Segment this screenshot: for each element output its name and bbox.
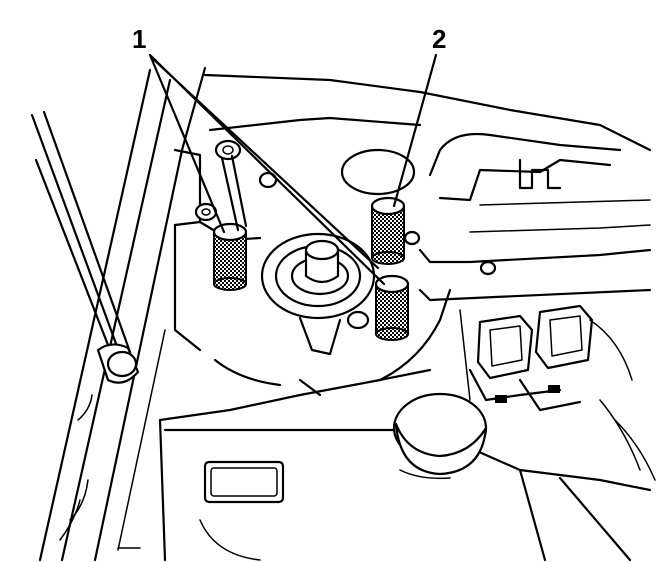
leader-2: [392, 53, 438, 208]
leader-1c: [150, 56, 380, 270]
leader-1a: [148, 53, 226, 234]
bracket-bolts: [194, 139, 248, 232]
hood-prop-rod: [30, 110, 140, 384]
leader-lines: [148, 53, 438, 286]
right-strut-nut: [374, 274, 410, 341]
panel-slot: [203, 460, 285, 504]
rear-strut-nut: [370, 196, 406, 265]
callout-1-label: 1: [132, 24, 146, 54]
relay-blocks: [459, 304, 633, 412]
panel-holes: [258, 148, 497, 330]
reservoir-cap: [392, 392, 488, 476]
cowl-linkage: [418, 132, 652, 302]
callout-2-label: 2: [432, 24, 446, 54]
strut-mount: [260, 232, 376, 356]
fender-edge: [38, 66, 207, 562]
left-strut-nut: [212, 222, 248, 291]
